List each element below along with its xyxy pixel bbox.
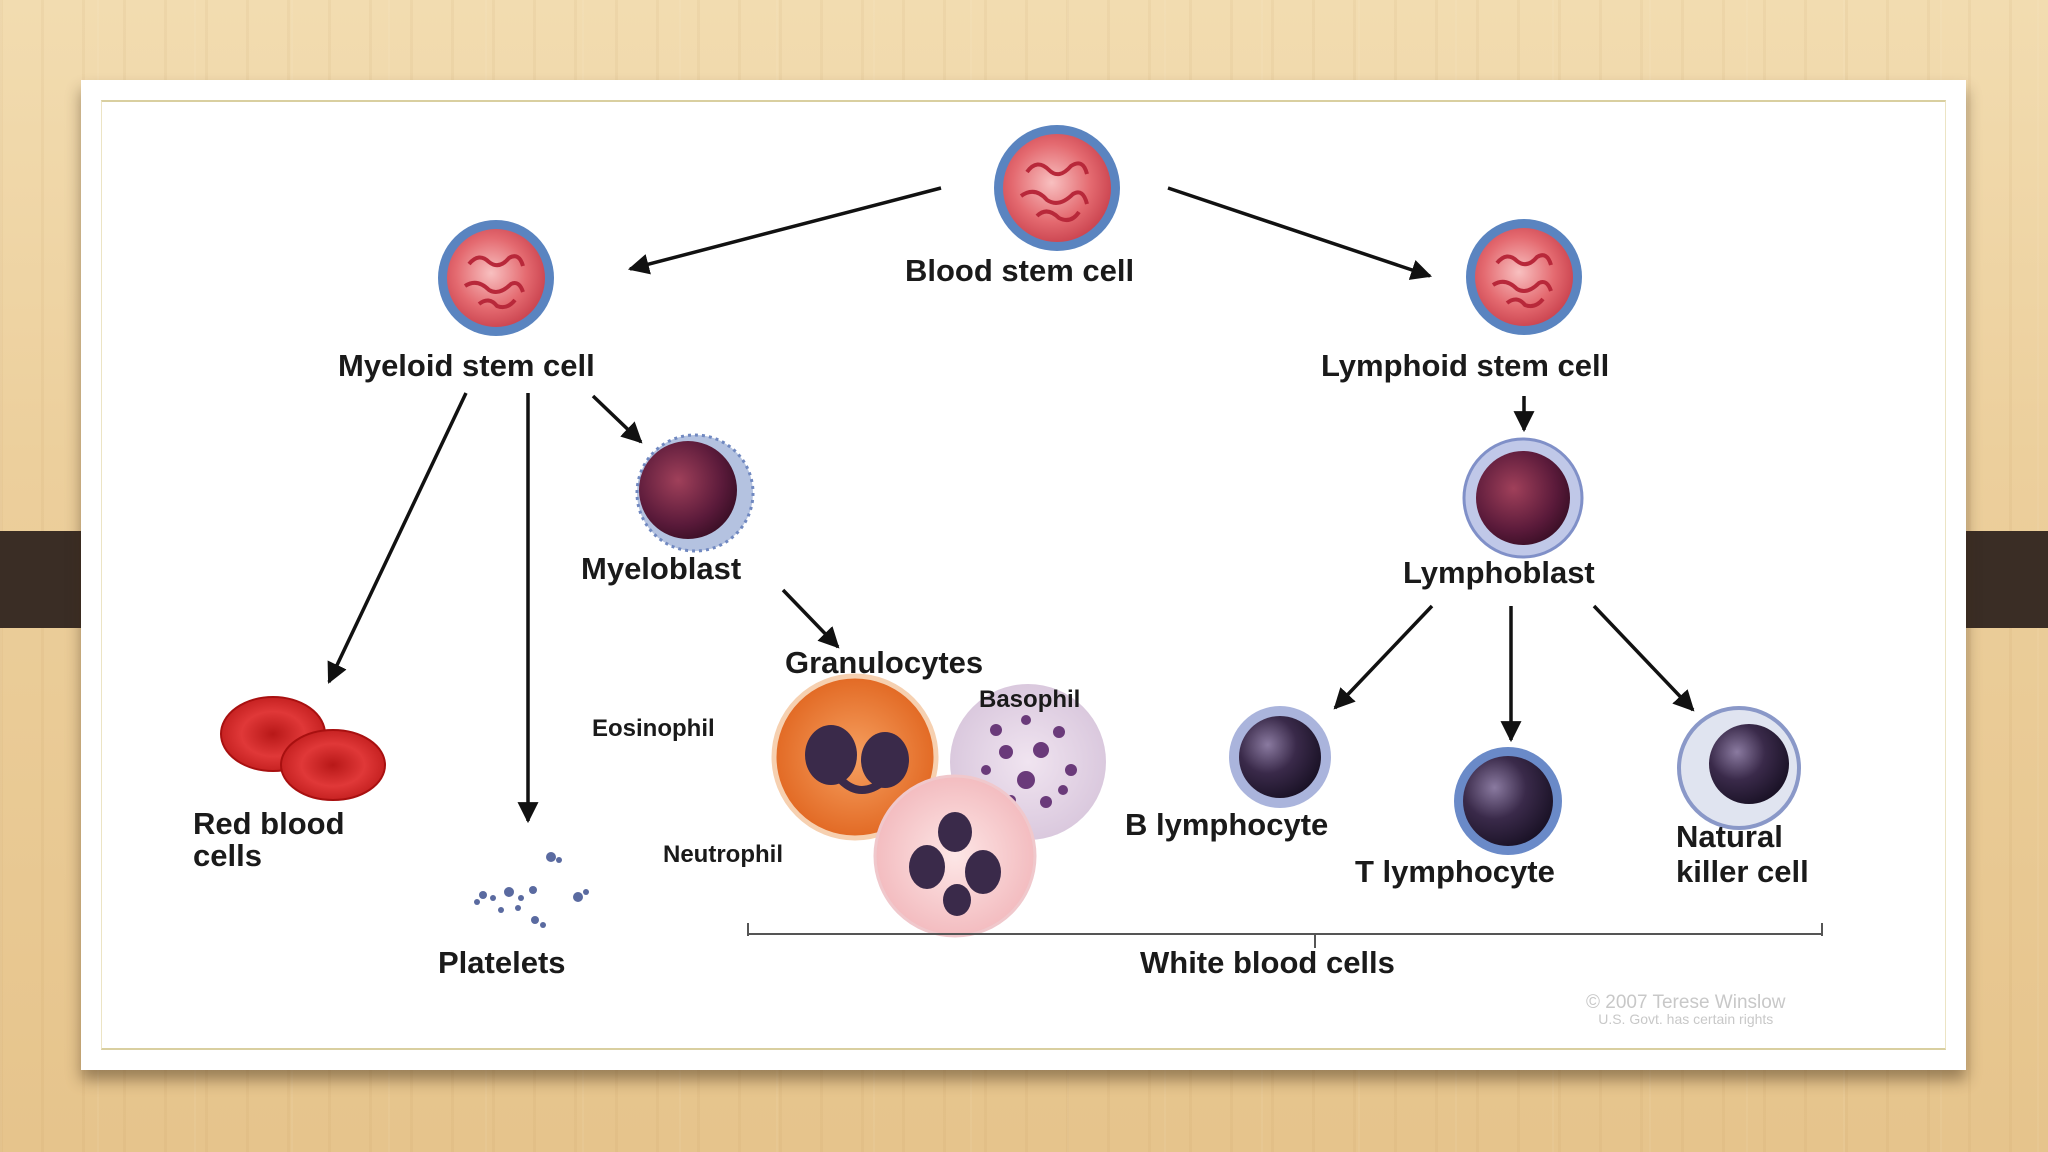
slide-frame	[101, 100, 1946, 1050]
arrow-stem-to-myeloid	[627, 186, 942, 275]
eosinophil-graphic	[771, 673, 939, 841]
arrow-myeloid-to-myeloblast	[591, 394, 643, 444]
label-t-lymphocyte: T lymphocyte	[1355, 854, 1555, 889]
blood-stem-cell-graphic	[994, 125, 1120, 251]
label-neutrophil: Neutrophil	[663, 841, 783, 868]
arrow-lymphoblast-to-nk	[1592, 604, 1695, 712]
myeloblast-graphic	[635, 433, 755, 553]
label-blood-stem-cell: Blood stem cell	[905, 253, 1135, 288]
credit-line-2: U.S. Govt. has certain rights	[1598, 1011, 1774, 1027]
blood-cell-diagram	[220, 125, 1823, 948]
label-myeloid-stem-cell: Myeloid stem cell	[338, 348, 595, 383]
label-myeloblast: Myeloblast	[581, 551, 742, 586]
left-dark-bar	[0, 531, 90, 628]
myeloid-stem-cell-graphic	[438, 220, 554, 336]
label-red-blood-cells-1: Red blood	[193, 806, 345, 841]
white-blood-cells-bracket	[747, 923, 1823, 948]
red-blood-cells-graphic	[220, 696, 386, 801]
label-granulocytes: Granulocytes	[785, 645, 984, 680]
label-basophil: Basophil	[979, 686, 1081, 713]
nk-cell-graphic	[1677, 706, 1801, 830]
arrow-myeloid-to-rbc	[327, 392, 468, 684]
b-lymphocyte-graphic	[1229, 706, 1331, 808]
label-lymphoblast: Lymphoblast	[1403, 555, 1595, 590]
lymphoid-stem-cell-graphic	[1466, 219, 1582, 335]
label-white-blood-cells: White blood cells	[1140, 945, 1395, 980]
label-natural-killer-1: Natural	[1676, 819, 1783, 854]
arrows	[327, 186, 1695, 824]
neutrophil-graphic	[873, 774, 1037, 938]
label-platelets: Platelets	[438, 945, 566, 980]
arrow-lymphoblast-to-b	[1333, 604, 1434, 710]
lymphoblast-graphic	[1462, 437, 1584, 559]
right-dark-bar	[1953, 531, 2048, 628]
label-lymphoid-stem-cell: Lymphoid stem cell	[1321, 348, 1610, 383]
arrow-myeloblast-to-granulocytes	[781, 588, 840, 649]
label-b-lymphocyte: B lymphocyte	[1125, 807, 1329, 842]
credit-line-1: © 2007 Terese Winslow	[1586, 992, 1786, 1013]
label-natural-killer-2: killer cell	[1676, 854, 1809, 889]
label-eosinophil: Eosinophil	[592, 715, 715, 742]
t-lymphocyte-graphic	[1454, 747, 1562, 855]
arrow-stem-to-lymphoid	[1167, 186, 1432, 280]
copyright-credit: © 2007 Terese Winslow U.S. Govt. has cer…	[1586, 993, 1786, 1026]
label-red-blood-cells-2: cells	[193, 838, 262, 873]
slide-panel: Blood stem cell Myeloid stem cell Lympho…	[81, 80, 1966, 1070]
platelets-graphic	[474, 852, 589, 928]
